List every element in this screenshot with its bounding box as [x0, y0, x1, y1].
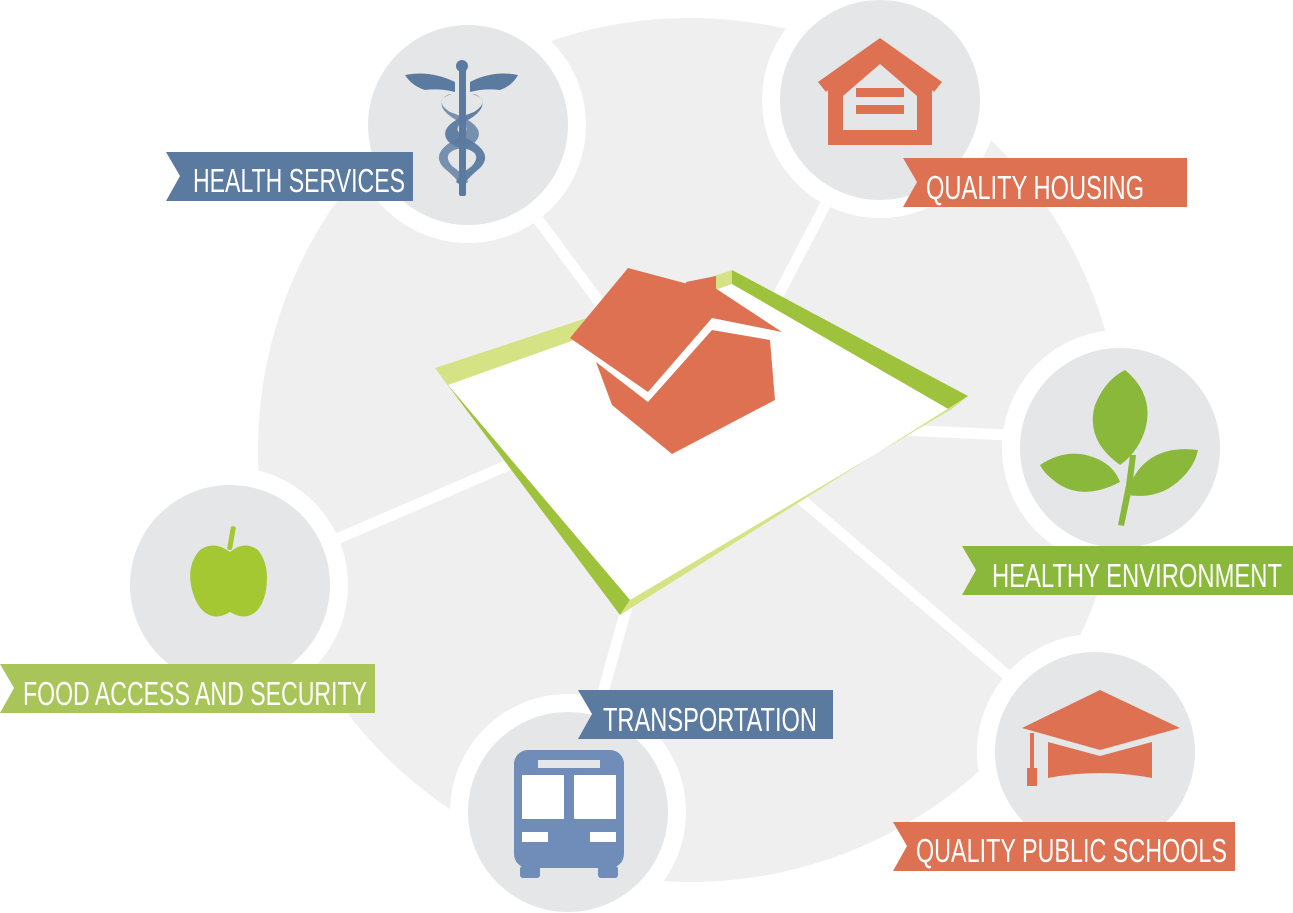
- graduation-cap-icon: [1022, 690, 1180, 786]
- node-schools: [977, 634, 1213, 870]
- node-health: [350, 7, 586, 243]
- node-circle: [995, 652, 1195, 852]
- banner-housing: QUALITY HOUSING: [903, 158, 1187, 207]
- lot-border-front-right: [620, 396, 968, 615]
- banner-health: HEALTH SERVICES: [166, 152, 413, 201]
- label-housing: QUALITY HOUSING: [926, 169, 1144, 206]
- equal-housing-icon: [818, 38, 942, 145]
- label-food: FOOD ACCESS AND SECURITY: [23, 675, 367, 712]
- label-environment: HEALTHY ENVIRONMENT: [992, 557, 1282, 594]
- banner-food: FOOD ACCESS AND SECURITY: [0, 664, 375, 713]
- label-schools: QUALITY PUBLIC SCHOOLS: [916, 832, 1227, 869]
- lot-border-back-right: [732, 270, 968, 410]
- node-circle: [780, 0, 980, 200]
- node-food: [112, 467, 348, 703]
- lot-border-front-left: [435, 368, 630, 615]
- label-health: HEALTH SERVICES: [193, 162, 405, 199]
- label-transportation: TRANSPORTATION: [603, 701, 817, 738]
- node-environment: [1002, 330, 1238, 566]
- banner-schools: QUALITY PUBLIC SCHOOLS: [893, 822, 1235, 871]
- apple-icon: [190, 526, 267, 617]
- bus-icon: [514, 750, 624, 878]
- caduceus-icon: [405, 60, 518, 196]
- house-on-lot-icon: [435, 268, 968, 615]
- house-icon: [570, 268, 782, 454]
- leaf-plant-icon: [1040, 370, 1198, 526]
- node-transportation: [450, 694, 686, 913]
- banner-environment: HEALTHY ENVIRONMENT: [962, 546, 1293, 595]
- banner-transportation: TRANSPORTATION: [578, 690, 833, 739]
